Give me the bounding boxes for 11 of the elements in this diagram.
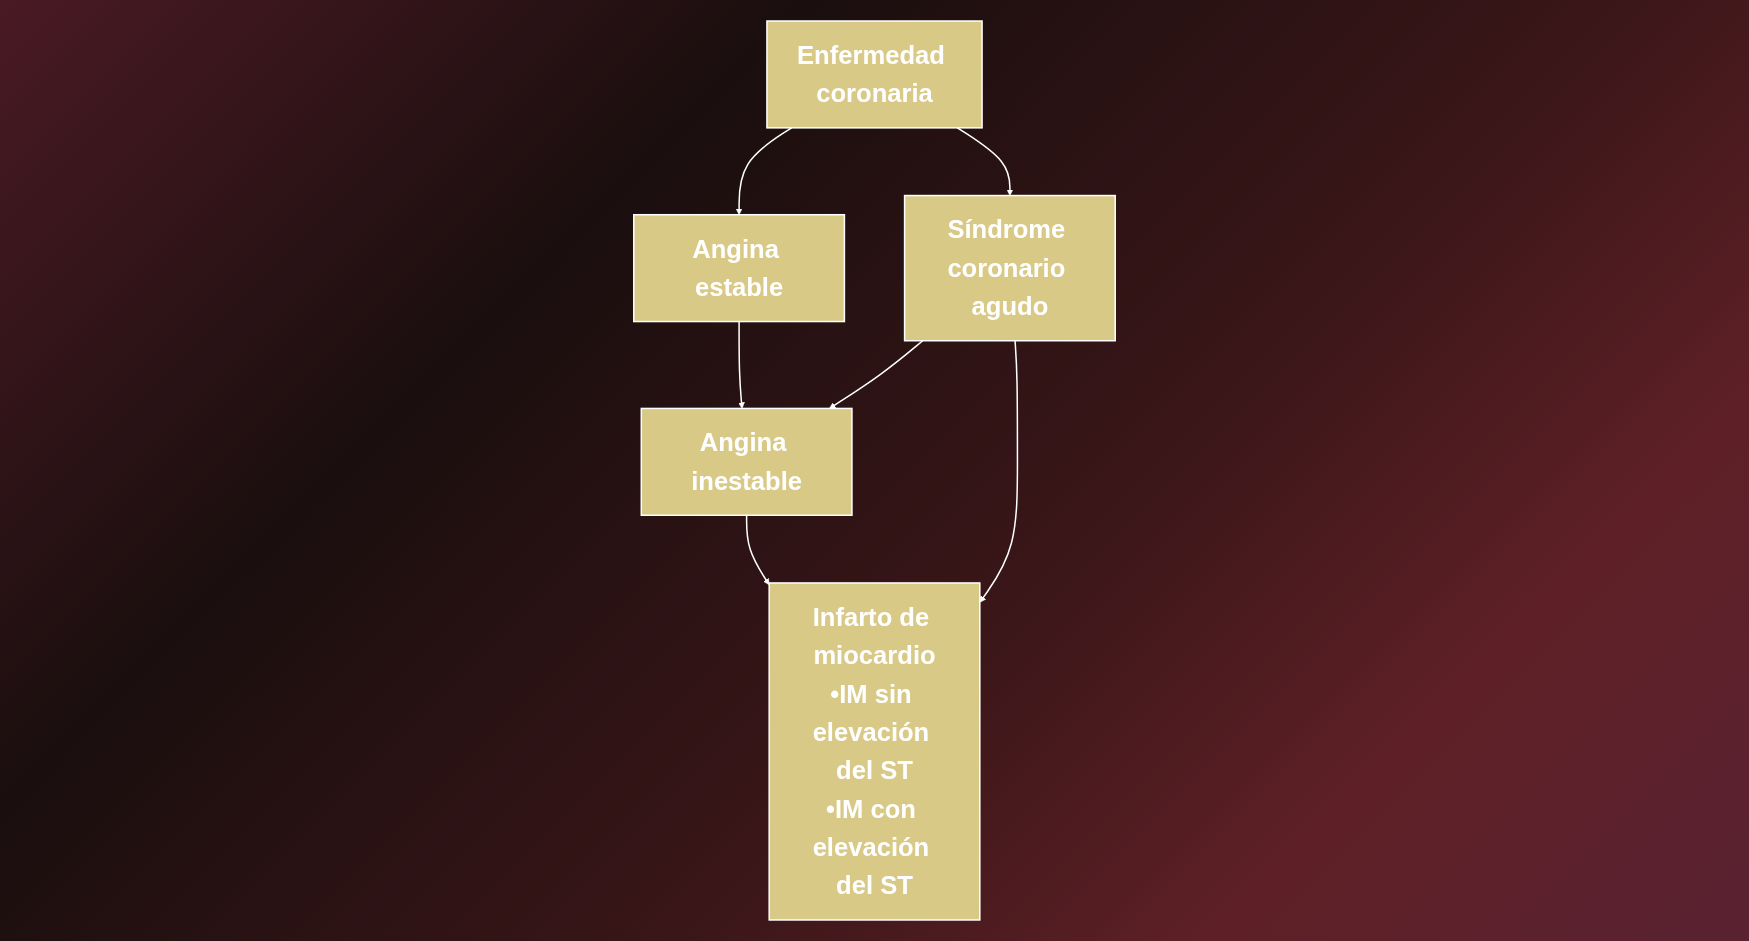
node-box: Infarto de miocardio •IM sin elevación del ST •IM con elevación del ST xyxy=(768,582,981,921)
arrow xyxy=(956,127,1014,196)
arrow xyxy=(745,514,770,586)
arrow xyxy=(738,320,745,409)
arrow xyxy=(735,127,793,216)
arrow xyxy=(829,340,924,409)
arrow xyxy=(979,340,1019,603)
node-box: Angina inestable xyxy=(640,407,853,516)
node-box: Enfermedad coronaria xyxy=(766,20,983,129)
node-box: Síndrome coronario agudo xyxy=(903,194,1116,342)
node-box: Angina estable xyxy=(633,214,846,323)
